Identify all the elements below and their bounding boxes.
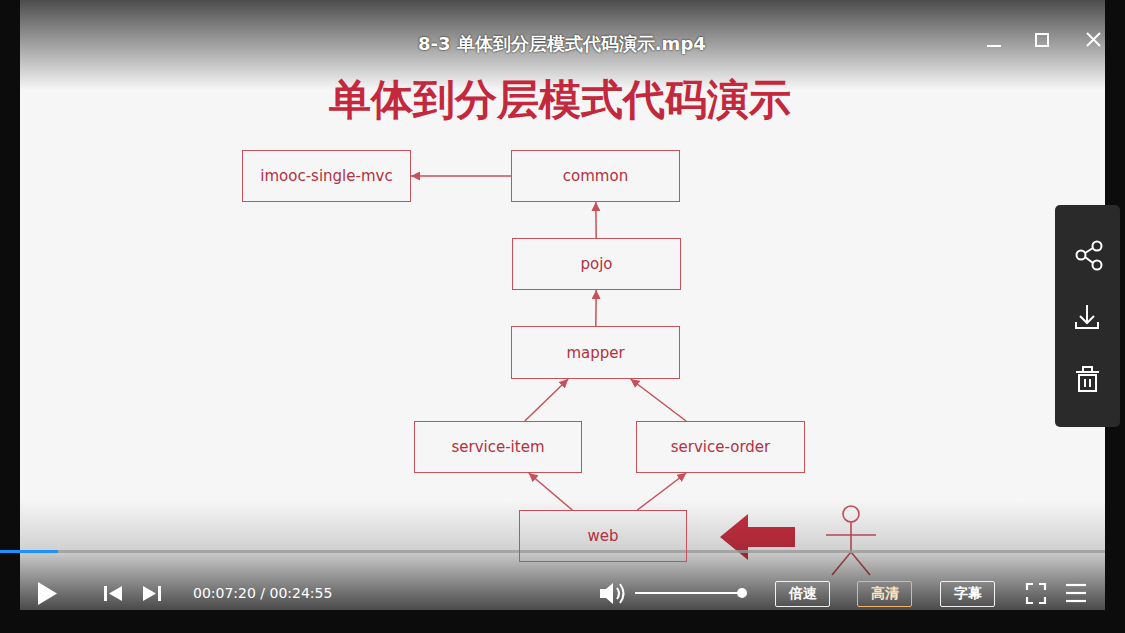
- speed-button: 倍速: [775, 581, 830, 607]
- box-text: service-order: [671, 438, 770, 456]
- box-text: service-item: [451, 438, 544, 456]
- module-box: service-item: [414, 421, 582, 473]
- box-text: common: [563, 167, 628, 185]
- module-box: mapper: [511, 326, 680, 379]
- module-box: service-order: [636, 421, 805, 473]
- dependency-arrow: [595, 202, 597, 238]
- dependency-arrow: [631, 379, 687, 421]
- module-box: pojo: [512, 238, 681, 290]
- module-box: imooc-single-mvc: [242, 150, 411, 202]
- box-text: imooc-single-mvc: [260, 167, 392, 185]
- box-text: 倍速: [789, 585, 817, 603]
- box-text: pojo: [580, 255, 612, 273]
- dependency-arrow: [595, 290, 597, 326]
- dependency-arrow: [411, 175, 511, 177]
- dependency-arrow: [637, 473, 686, 510]
- module-box: common: [511, 150, 680, 202]
- time-display: 00:07:20 / 00:24:55: [193, 585, 332, 601]
- box-text: 高清: [871, 585, 899, 603]
- subtitle-button: 字幕: [940, 581, 995, 607]
- box-text: 字幕: [954, 585, 982, 603]
- dependency-arrow: [525, 379, 568, 421]
- slide-title: 单体到分层模式代码演示: [329, 72, 791, 128]
- quality-button: 高清: [857, 581, 912, 607]
- video-title: 8-3 单体到分层模式代码演示.mp4: [418, 32, 706, 56]
- box-text: web: [587, 527, 618, 545]
- box-text: mapper: [566, 344, 624, 362]
- dependency-arrow: [529, 473, 573, 510]
- module-box: web: [519, 510, 687, 562]
